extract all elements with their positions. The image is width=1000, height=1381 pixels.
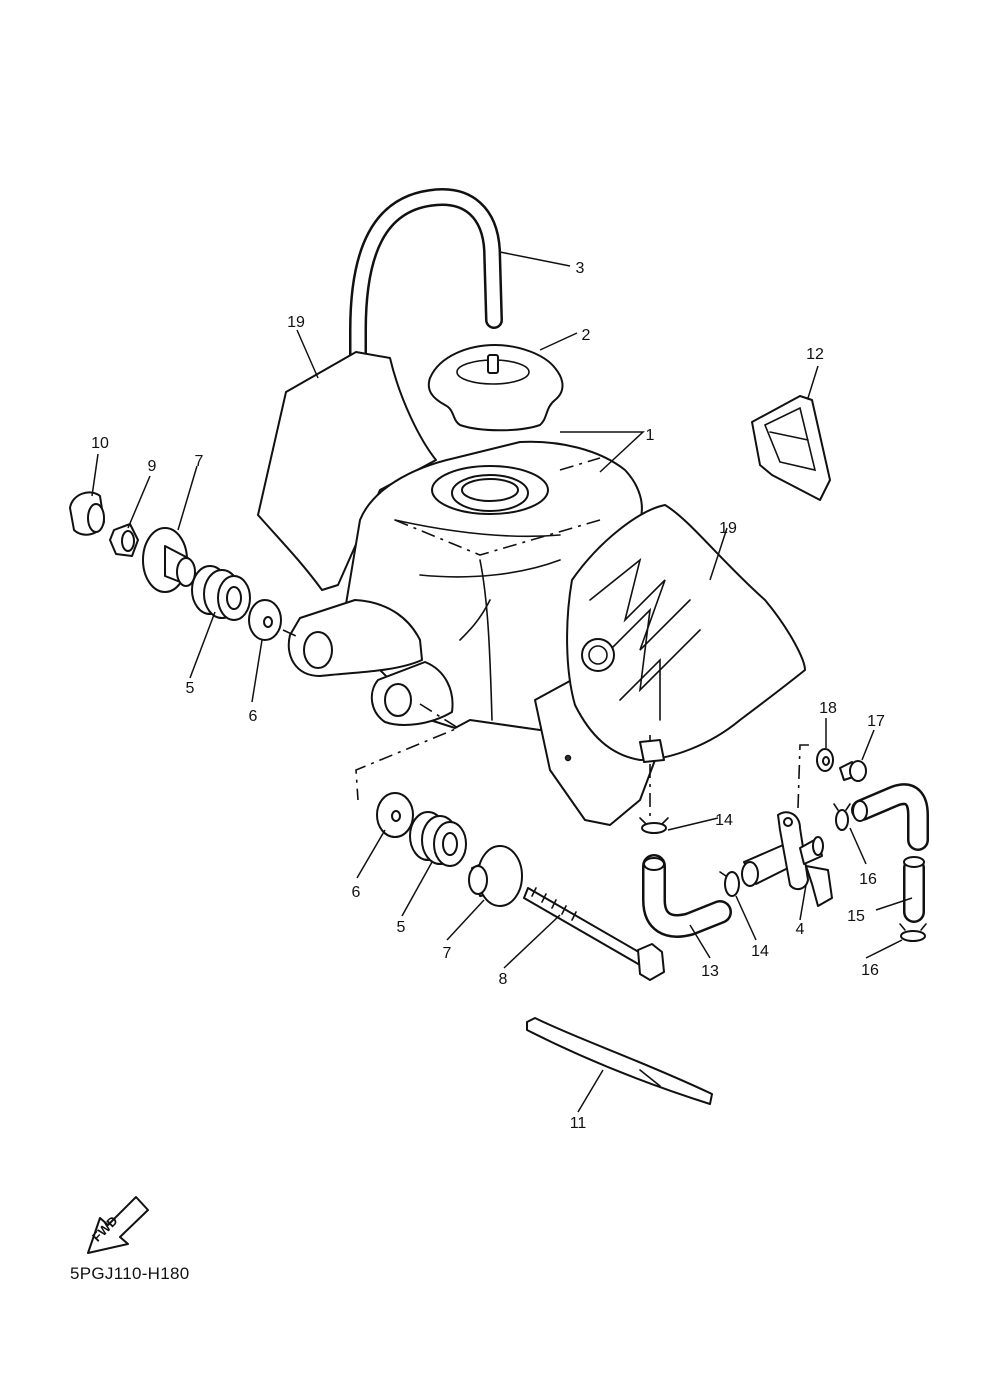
callout-16-upper: 16 <box>859 871 877 888</box>
part-5-damper-upper <box>191 565 251 621</box>
part-19-right-shroud <box>566 504 806 761</box>
callout-16-lower: 16 <box>861 962 879 979</box>
part-2-fuel-cap <box>427 344 564 432</box>
part-9-collar <box>109 523 139 557</box>
callout-1: 1 <box>646 427 655 444</box>
part-13-fuel-hose <box>642 854 732 938</box>
part-7-collar-lower <box>468 845 523 907</box>
callout-10: 10 <box>91 435 109 452</box>
fwd-arrow-icon: FWD <box>87 1196 149 1254</box>
callout-5-upper: 5 <box>186 680 195 697</box>
callout-4: 4 <box>796 921 805 938</box>
part-4-fuel-cock <box>741 811 833 907</box>
callout-8: 8 <box>499 971 508 988</box>
tank-outlet-fitting <box>639 739 665 763</box>
callout-18: 18 <box>819 700 837 717</box>
callout-15: 15 <box>847 908 865 925</box>
part-16-hose-clip-lower <box>899 923 927 942</box>
part-7-collar-upper <box>142 527 196 593</box>
part-15-overflow-hose <box>851 783 929 923</box>
part-11-protector-strip <box>526 1017 713 1105</box>
callout-6-lower: 6 <box>352 884 361 901</box>
callout-5-lower: 5 <box>397 919 406 936</box>
part-18-washer <box>816 748 834 772</box>
part-6-washer-lower <box>376 792 414 838</box>
callout-12: 12 <box>806 346 824 363</box>
part-6-washer-upper <box>248 599 282 641</box>
callout-14-upper: 14 <box>715 812 733 829</box>
callout-3: 3 <box>576 260 585 277</box>
callout-6-upper: 6 <box>249 708 258 725</box>
callout-19-left: 19 <box>287 314 305 331</box>
callout-19-right: 19 <box>719 520 737 537</box>
part-12-gasket <box>751 395 831 501</box>
leader-lines <box>91 251 913 1113</box>
callout-13: 13 <box>701 963 719 980</box>
part-8-bolt <box>523 887 665 981</box>
callout-2: 2 <box>582 327 591 344</box>
callout-7-lower: 7 <box>443 945 452 962</box>
callout-7-upper: 7 <box>195 453 204 470</box>
part-17-screw <box>839 760 867 782</box>
callout-14-lower: 14 <box>751 943 769 960</box>
callout-11: 11 <box>570 1115 587 1132</box>
callout-labels: 1 2 3 12 19 19 10 9 7 5 6 18 17 14 16 6 … <box>91 260 885 1132</box>
callout-9: 9 <box>148 458 157 475</box>
part-5-damper-lower <box>409 811 467 867</box>
part-14-hose-clip-upper <box>639 817 669 834</box>
diagram-code: 5PGJ110-H180 <box>70 1264 190 1283</box>
part-16-hose-clip-upper <box>833 803 851 831</box>
part-14-hose-clip-lower <box>719 871 740 897</box>
part-1-fuel-tank <box>287 440 656 826</box>
callout-17: 17 <box>867 713 885 730</box>
part-10-cap-nut <box>69 491 105 536</box>
